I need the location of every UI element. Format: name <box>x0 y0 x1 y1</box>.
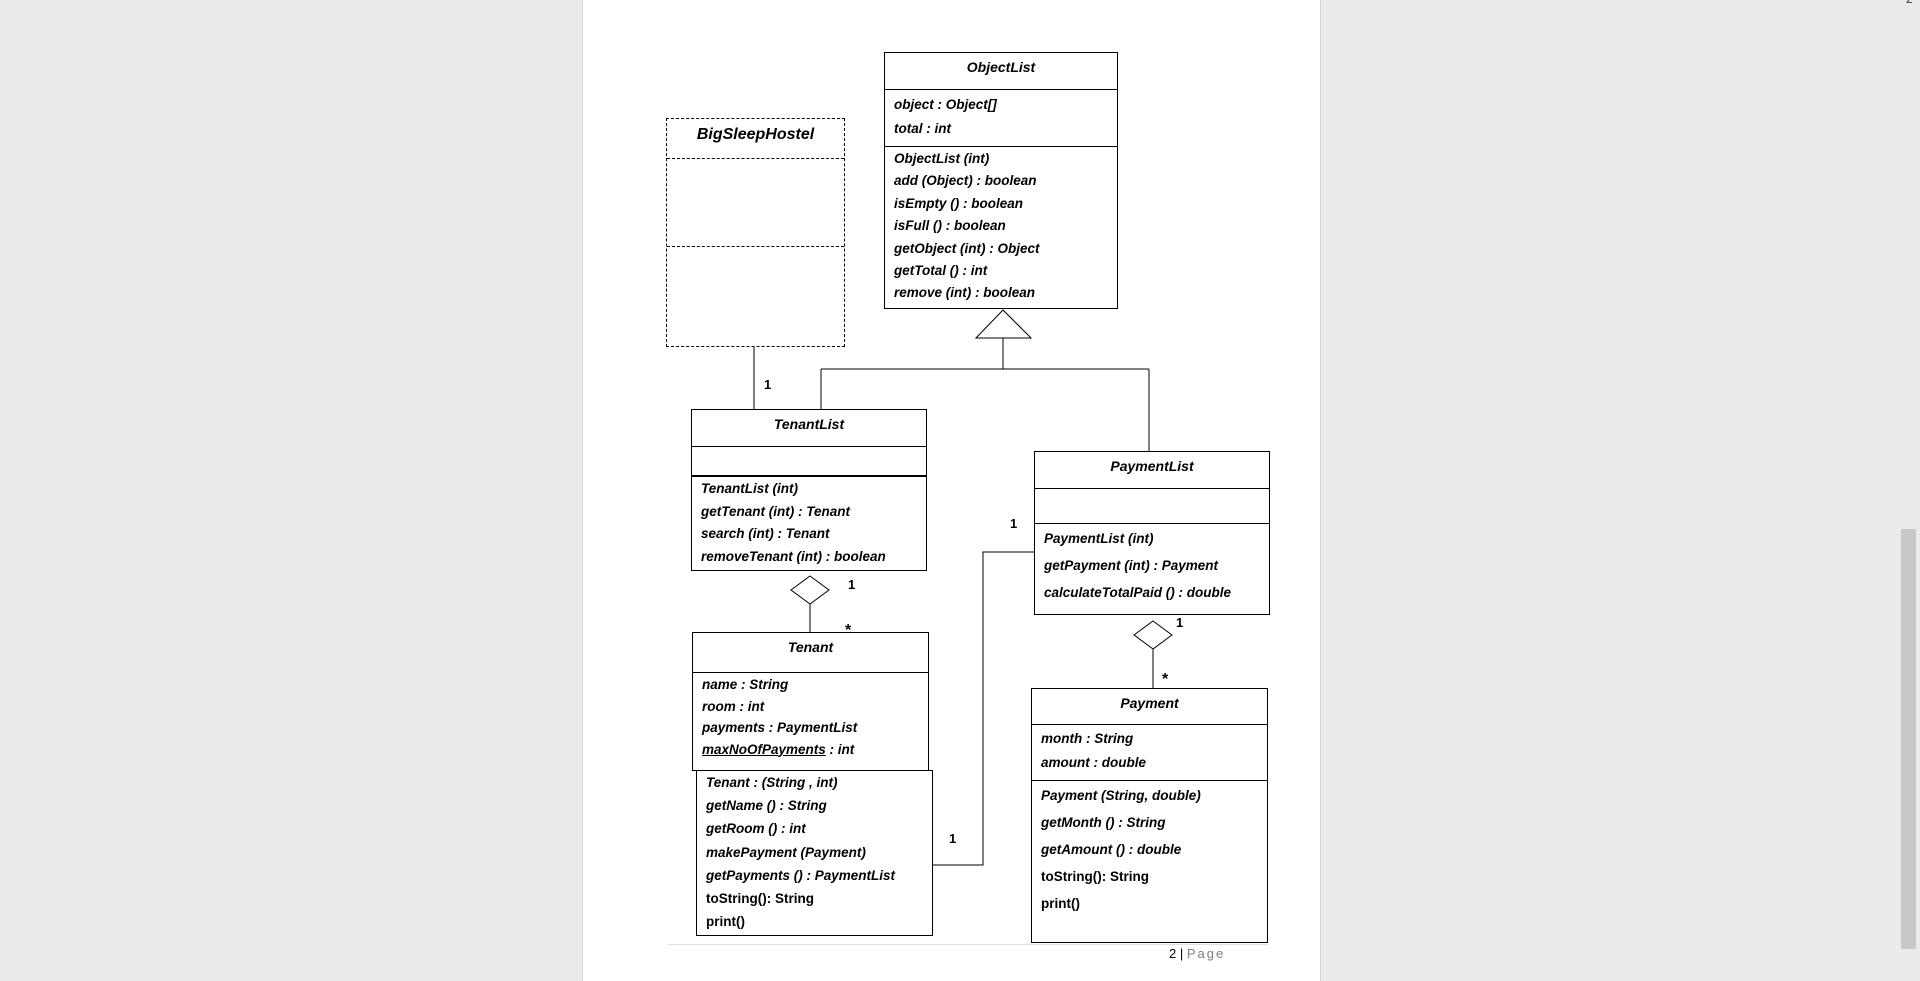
class-tenant: Tenant name : String room : int payments… <box>692 632 929 771</box>
methods-section: Tenant : (String , int) getName () : Str… <box>697 771 932 933</box>
method: removeTenant (int) : boolean <box>701 548 886 564</box>
method: getTenant (int) : Tenant <box>701 503 850 519</box>
attribute: object : Object[] <box>894 97 997 112</box>
page-number: 2 <box>1169 946 1177 961</box>
method: add (Object) : boolean <box>894 173 1037 189</box>
method: makePayment (Payment) <box>706 844 866 860</box>
class-name: ObjectList <box>885 53 1117 90</box>
attribute: payments : PaymentList <box>702 720 858 735</box>
method: print() <box>1041 896 1080 911</box>
class-bigsleephostel: BigSleepHostel <box>666 118 845 347</box>
inheritance-triangle <box>974 309 1033 339</box>
methods-section: TenantList (int) getTenant (int) : Tenan… <box>692 477 926 568</box>
method: TenantList (int) <box>701 481 798 496</box>
method: getAmount () : double <box>1041 842 1182 857</box>
method: remove (int) : boolean <box>894 285 1036 301</box>
method: ObjectList (int) <box>894 151 990 166</box>
method: calculateTotalPaid () : double <box>1044 585 1232 600</box>
class-name: TenantList <box>692 410 926 447</box>
attributes-section: month : String amount : double <box>1032 725 1267 781</box>
attribute: room : int <box>702 698 765 714</box>
method: getName () : String <box>706 798 827 814</box>
attributes-section <box>1035 489 1269 524</box>
methods-section <box>667 247 844 346</box>
attribute: name : String <box>702 677 789 692</box>
tenant-paymentlist-association <box>932 551 1034 866</box>
method: isFull () : boolean <box>894 218 1006 234</box>
class-tenantlist: TenantList TenantList (int) getTenant (i… <box>691 409 927 571</box>
method: isEmpty () : boolean <box>894 195 1024 211</box>
footer-rule <box>668 944 1268 945</box>
attribute: total : int <box>894 121 951 136</box>
attribute: month : String <box>1041 731 1134 746</box>
class-payment: Payment month : String amount : double P… <box>1031 688 1268 943</box>
class-objectlist: ObjectList object : Object[] total : int… <box>884 52 1118 309</box>
class-name: Payment <box>1032 689 1267 725</box>
multiplicity-label: 1 <box>848 577 856 592</box>
method: getPayment (int) : Payment <box>1044 558 1219 573</box>
attributes-section: name : String room : int payments : Paym… <box>693 673 928 760</box>
method: PaymentList (int) <box>1044 531 1154 546</box>
class-paymentlist: PaymentList PaymentList (int) getPayment… <box>1034 451 1270 615</box>
page-separator: | <box>1176 946 1187 961</box>
method: Payment (String, double) <box>1041 788 1201 803</box>
scrollbar-thumb[interactable] <box>1901 529 1916 949</box>
corner-page-indicator: 2 <box>1906 0 1913 6</box>
tenantlist-aggregation-diamond <box>790 575 830 605</box>
static-attribute: maxNoOfPayments : int <box>702 739 928 761</box>
methods-section: PaymentList (int) getPayment (int) : Pay… <box>1035 524 1269 606</box>
method: print() <box>706 914 745 930</box>
class-name: Tenant <box>693 633 928 673</box>
attribute: amount : double <box>1041 755 1146 770</box>
multiplicity-label: * <box>845 622 852 639</box>
multiplicity-label: * <box>1162 671 1169 688</box>
method: getPayments () : PaymentList <box>706 867 896 883</box>
class-name: BigSleepHostel <box>667 119 844 159</box>
method: getTotal () : int <box>894 263 988 279</box>
multiplicity-label: 1 <box>1176 615 1184 630</box>
methods-section: Payment (String, double) getMonth () : S… <box>1032 781 1267 917</box>
attributes-section <box>667 159 844 247</box>
method: search (int) : Tenant <box>701 526 830 541</box>
method: toString(): String <box>706 891 814 907</box>
page-footer: 2 | Page <box>1169 946 1225 961</box>
method: getRoom () : int <box>706 821 806 837</box>
tenant-methods-box: Tenant : (String , int) getName () : Str… <box>696 770 933 936</box>
method: toString(): String <box>1041 869 1149 884</box>
paymentlist-aggregation-diamond <box>1133 620 1173 650</box>
attributes-section <box>692 447 926 477</box>
static-attribute-name: maxNoOfPayments <box>702 741 826 757</box>
attributes-section: object : Object[] total : int <box>885 90 1117 147</box>
method: getObject (int) : Object <box>894 240 1040 256</box>
method: Tenant : (String , int) <box>706 775 838 790</box>
multiplicity-label: 1 <box>1010 516 1018 531</box>
multiplicity-label: 1 <box>949 831 957 846</box>
methods-section: ObjectList (int) add (Object) : boolean … <box>885 147 1117 305</box>
multiplicity-label: 1 <box>764 377 772 392</box>
method: getMonth () : String <box>1041 815 1166 830</box>
static-attribute-type: : int <box>825 741 855 757</box>
class-name: PaymentList <box>1035 452 1269 489</box>
page-label: Page <box>1186 946 1226 961</box>
